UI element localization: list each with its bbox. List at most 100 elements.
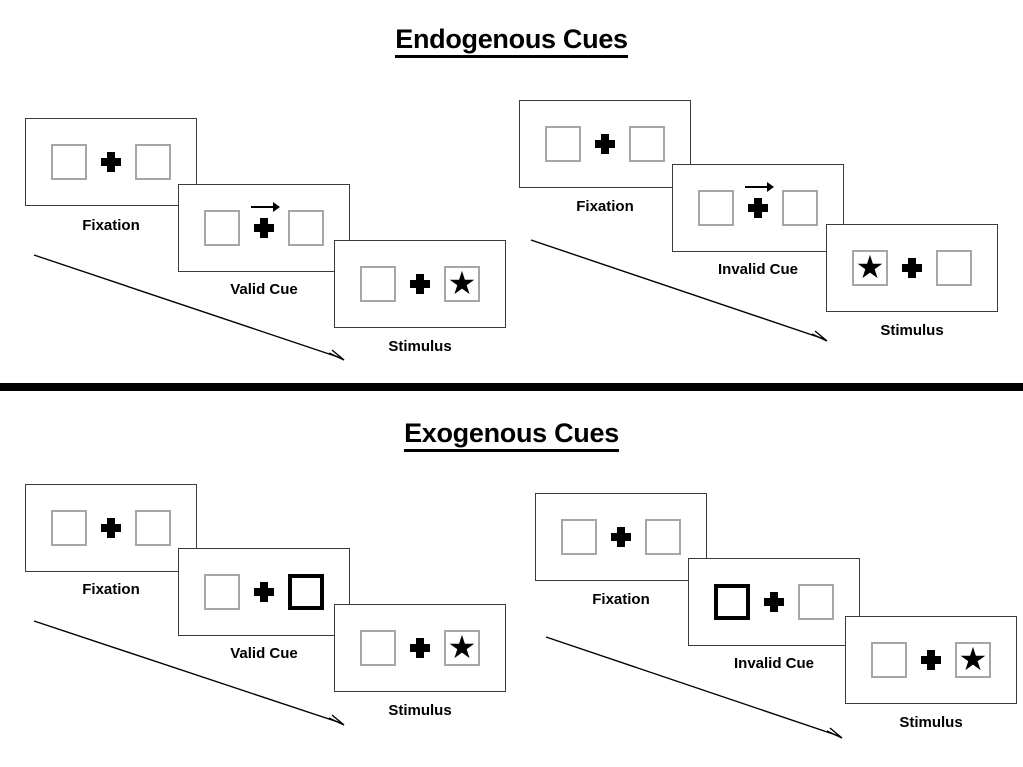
plus-cross-icon (611, 527, 631, 547)
right-placeholder-box (645, 519, 681, 555)
stimulus-row (204, 574, 324, 610)
right-arrow-icon (251, 202, 281, 212)
caption-exogenous-invalid-cue: Invalid Cue (733, 655, 815, 672)
right-placeholder-box (782, 190, 818, 226)
plus-cross-icon (410, 638, 430, 658)
plus-cross-icon (410, 274, 430, 294)
caption-exogenous-valid-stimulus: Stimulus (388, 702, 452, 719)
exogenous-section-title: Exogenous Cues (0, 418, 1023, 452)
left-placeholder-box (698, 190, 734, 226)
plus-cross-icon (101, 152, 121, 172)
exogenous-invalid-time-arrow (0, 392, 1023, 767)
caption-endogenous-valid-stimulus: Stimulus (388, 338, 452, 355)
exogenous-title-text: Exogenous Cues (404, 418, 619, 452)
stimulus-row (714, 584, 834, 620)
panel-content: ★ (335, 605, 505, 691)
panel-content: ★ (846, 617, 1016, 703)
endogenous-valid-time-arrow (33, 254, 345, 361)
left-placeholder-box (545, 126, 581, 162)
exogenous-valid-fixation-panel (25, 484, 197, 572)
stimulus-row: ★ (871, 642, 991, 678)
left-placeholder-box-cued (714, 584, 750, 620)
panel-content (673, 165, 843, 251)
panel-content (179, 549, 349, 635)
right-placeholder-box (629, 126, 665, 162)
plus-cross-icon (902, 258, 922, 278)
right-placeholder-box (288, 210, 324, 246)
left-placeholder-box (51, 144, 87, 180)
exogenous-valid-time-arrow (0, 392, 1023, 767)
left-placeholder-box (871, 642, 907, 678)
endogenous-valid-stimulus-panel: ★ (334, 240, 506, 328)
arrow-head (767, 182, 774, 192)
exogenous-valid-stimulus-panel: ★ (334, 604, 506, 692)
caption-endogenous-valid-cue: Valid Cue (230, 281, 298, 298)
right-placeholder-box: ★ (955, 642, 991, 678)
star-icon: ★ (958, 641, 988, 677)
stimulus-row (545, 126, 665, 162)
endogenous-valid-fixation-panel (25, 118, 197, 206)
section-divider (0, 383, 1023, 391)
star-icon: ★ (447, 265, 477, 301)
caption-endogenous-invalid-fixation: Fixation (576, 198, 634, 215)
panel-content (26, 485, 196, 571)
stimulus-row (51, 510, 171, 546)
panel-content: ★ (827, 225, 997, 311)
star-icon: ★ (855, 249, 885, 285)
arrow-shaft (251, 206, 275, 208)
right-placeholder-box (936, 250, 972, 286)
caption-exogenous-invalid-stimulus: Stimulus (899, 714, 963, 731)
right-placeholder-box: ★ (444, 266, 480, 302)
stimulus-row: ★ (360, 630, 480, 666)
right-placeholder-box: ★ (444, 630, 480, 666)
endogenous-invalid-fixation-panel (519, 100, 691, 188)
stimulus-row (561, 519, 681, 555)
stimulus-row (51, 144, 171, 180)
left-placeholder-box: ★ (852, 250, 888, 286)
right-placeholder-box (135, 144, 171, 180)
stimulus-row (204, 202, 324, 246)
panel-content (536, 494, 706, 580)
star-icon: ★ (447, 629, 477, 665)
panel-content (520, 101, 690, 187)
plus-cross-icon (595, 134, 615, 154)
plus-cross-icon (921, 650, 941, 670)
exogenous-invalid-cue-panel (688, 558, 860, 646)
plus-cross-icon (764, 592, 784, 612)
plus-cross-icon (254, 582, 274, 602)
exogenous-valid-cue-panel (178, 548, 350, 636)
left-placeholder-box (360, 630, 396, 666)
endogenous-valid-cue-panel (178, 184, 350, 272)
panel-content: ★ (335, 241, 505, 327)
endogenous-invalid-stimulus-panel: ★ (826, 224, 998, 312)
caption-exogenous-valid-cue: Valid Cue (230, 645, 298, 662)
arrow-head (273, 202, 280, 212)
stimulus-row: ★ (360, 266, 480, 302)
endogenous-section-title: Endogenous Cues (0, 24, 1023, 58)
left-placeholder-box (360, 266, 396, 302)
left-placeholder-box (51, 510, 87, 546)
left-placeholder-box (204, 210, 240, 246)
stimulus-row (698, 182, 818, 226)
plus-cross-icon (745, 182, 774, 218)
right-arrow-icon (745, 182, 775, 192)
plus-cross-icon (101, 518, 121, 538)
caption-endogenous-valid-fixation: Fixation (82, 217, 140, 234)
endogenous-invalid-time-arrow (530, 239, 828, 342)
endogenous-invalid-cue-panel (672, 164, 844, 252)
panel-content (689, 559, 859, 645)
right-placeholder-box (135, 510, 171, 546)
panel-content (179, 185, 349, 271)
exogenous-invalid-stimulus-panel: ★ (845, 616, 1017, 704)
right-placeholder-box-cued (288, 574, 324, 610)
endogenous-title-text: Endogenous Cues (395, 24, 628, 58)
panel-content (26, 119, 196, 205)
caption-exogenous-valid-fixation: Fixation (82, 581, 140, 598)
caption-endogenous-invalid-stimulus: Stimulus (880, 322, 944, 339)
exogenous-invalid-fixation-panel (535, 493, 707, 581)
left-placeholder-box (204, 574, 240, 610)
right-placeholder-box (798, 584, 834, 620)
plus-cross-icon (251, 202, 280, 238)
caption-exogenous-invalid-fixation: Fixation (592, 591, 650, 608)
stimulus-row: ★ (852, 250, 972, 286)
